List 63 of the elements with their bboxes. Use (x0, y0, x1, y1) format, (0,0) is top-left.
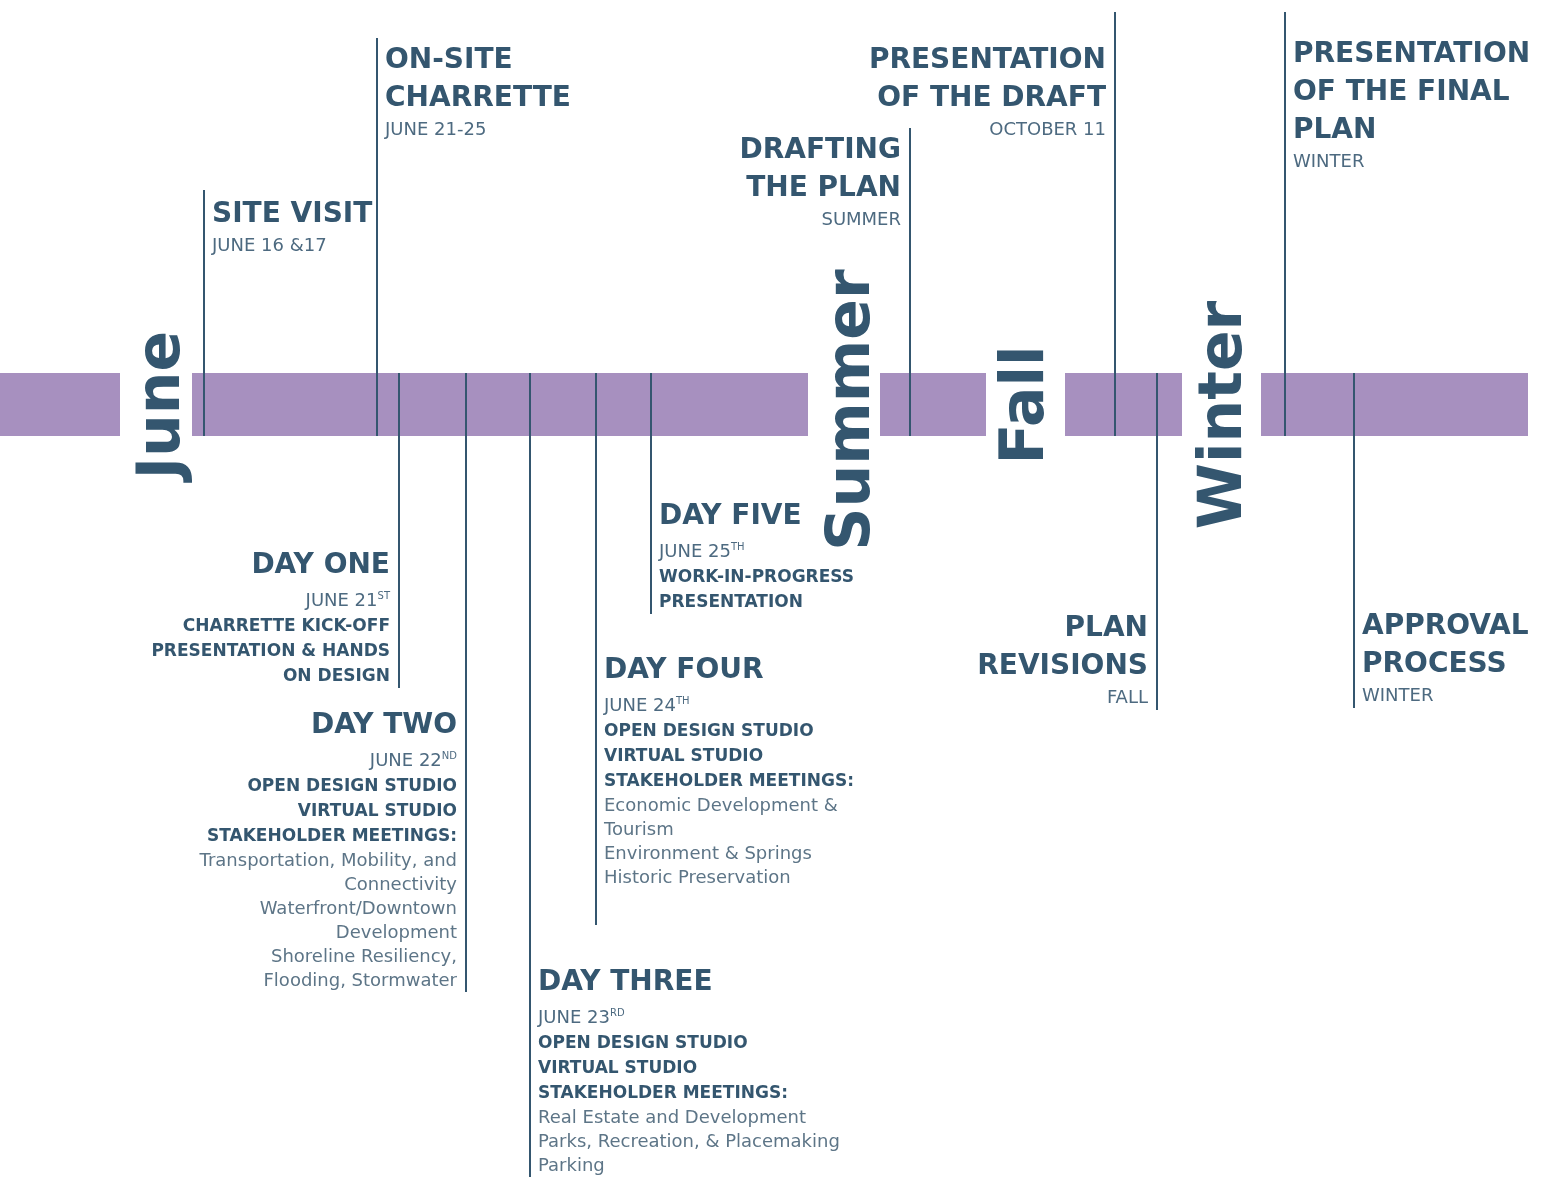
meeting-topic: Economic Development & Tourism (604, 793, 839, 841)
event-date: JUNE 22$^{ND}$ (367, 748, 457, 772)
leader-line (376, 141, 378, 437)
agenda-item: STAKEHOLDER MEETINGS: (206, 824, 457, 847)
agenda-item: WORK-IN-PROGRESS PRESENTATION (659, 565, 856, 613)
event-date: OCTOBER 11 (988, 117, 1106, 141)
event-date: JUNE 23$^{RD}$ (538, 1005, 626, 1029)
leader-line (650, 372, 652, 497)
agenda-item: CHARRETTE KICK-OFF PRESENTATION & HANDS ON DESIGN (150, 614, 390, 687)
timeline-bar (1261, 373, 1528, 436)
agenda-item: VIRTUAL STUDIO (296, 799, 457, 822)
meeting-topic: Shoreline Resiliency, Flooding, Stormwater (262, 944, 457, 992)
leader-line (1114, 141, 1116, 437)
event-title: PLAN REVISIONS (976, 609, 1148, 683)
agenda-item: STAKEHOLDER MEETINGS: (538, 1081, 789, 1104)
timeline-bar (192, 373, 808, 436)
event-title: DAY FOUR (604, 651, 765, 687)
event-date: JUNE 24$^{TH}$ (604, 693, 691, 717)
leader-line (529, 372, 531, 963)
meeting-topic: Historic Preservation (604, 865, 792, 889)
meeting-topic: Real Estate and Development (538, 1105, 807, 1129)
season-label: Winter (1188, 300, 1252, 530)
event-date: SUMMER (820, 207, 901, 231)
event-date: JUNE 21-25 (385, 117, 488, 141)
event-date: JUNE 25$^{TH}$ (659, 539, 746, 563)
leader-line (1156, 372, 1158, 609)
event-title: DRAFTING THE PLAN (738, 131, 901, 205)
meeting-topic: Transportation, Mobility, and Connectivity (198, 848, 457, 896)
agenda-item: VIRTUAL STUDIO (604, 744, 765, 767)
leader-line (909, 231, 911, 437)
timeline-bar (0, 373, 120, 436)
agenda-item: OPEN DESIGN STUDIO (246, 774, 457, 797)
event-title: DAY ONE (250, 546, 390, 582)
event-date: FALL (1105, 685, 1148, 709)
event-title: PRESENTATION OF THE FINAL PLAN (1293, 35, 1532, 147)
event-title: DAY TWO (309, 706, 457, 742)
event-title: PRESENTATION OF THE DRAFT (867, 41, 1106, 115)
event-date: WINTER (1362, 683, 1435, 707)
season-label: Fall (990, 345, 1054, 465)
event-date: JUNE 21$^{ST}$ (303, 588, 390, 612)
agenda-item: VIRTUAL STUDIO (538, 1056, 699, 1079)
agenda-item: OPEN DESIGN STUDIO (604, 719, 815, 742)
meeting-topic: Environment & Springs (604, 841, 813, 865)
event-title: SITE VISIT (212, 195, 374, 231)
meeting-topic: Parking (538, 1153, 606, 1177)
event-title: APPROVAL PROCESS (1362, 607, 1530, 681)
agenda-item: STAKEHOLDER MEETINGS: (604, 769, 855, 792)
leader-line (465, 372, 467, 706)
timeline-bar (880, 373, 986, 436)
meeting-topic: Parks, Recreation, & Placemaking (538, 1129, 841, 1153)
leader-line (1353, 372, 1355, 607)
meeting-topic: Waterfront/Downtown Development (258, 896, 457, 944)
leader-line (595, 372, 597, 651)
leader-line (203, 257, 205, 437)
event-title: ON-SITE CHARRETTE (385, 41, 572, 115)
event-date: JUNE 16 &17 (212, 233, 328, 257)
timeline-bar (1065, 373, 1182, 436)
season-label: Summer (816, 269, 880, 551)
agenda-item: OPEN DESIGN STUDIO (538, 1031, 749, 1054)
leader-line (1284, 173, 1286, 437)
event-title: DAY THREE (538, 963, 714, 999)
event-date: WINTER (1293, 149, 1366, 173)
leader-line (398, 372, 400, 546)
